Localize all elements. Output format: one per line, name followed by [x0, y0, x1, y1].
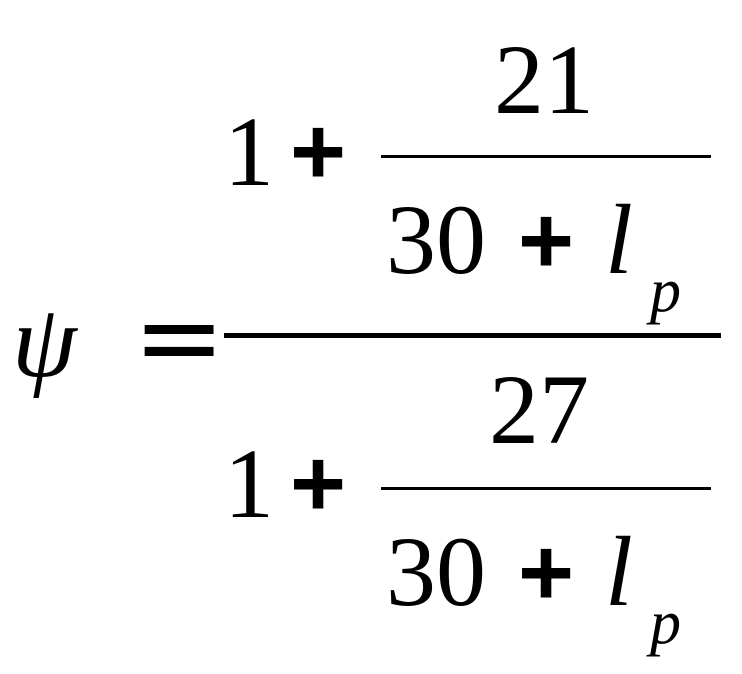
denominator-one: 1: [224, 428, 274, 539]
psi-symbol: ψ: [12, 284, 77, 399]
numerator-bottom-var: l: [605, 184, 633, 295]
denominator-fraction-top: 27: [489, 354, 589, 465]
denominator-bottom-const: 30: [386, 516, 486, 627]
denominator-fraction-bar: [381, 487, 711, 490]
numerator-fraction-bar: [381, 155, 711, 158]
numerator-bottom-plus: +: [518, 187, 575, 294]
numerator-bottom-const: 30: [386, 184, 486, 295]
numerator-plus: +: [290, 98, 347, 205]
equals-sign: =: [133, 273, 226, 401]
denominator-plus: +: [290, 430, 347, 537]
numerator-bottom-subscript: p: [650, 257, 681, 325]
numerator-one: 1: [224, 96, 274, 207]
numerator-fraction-top: 21: [494, 24, 594, 135]
denominator-bottom-var: l: [605, 516, 633, 627]
main-fraction-bar: [224, 333, 721, 338]
denominator-bottom-subscript: p: [650, 589, 681, 657]
denominator-bottom-plus: +: [518, 519, 575, 626]
